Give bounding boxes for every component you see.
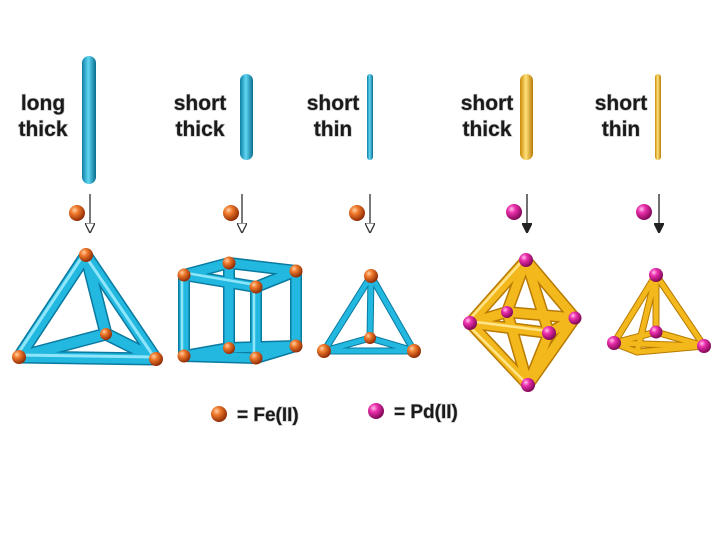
pd-legend-swatch xyxy=(368,403,384,419)
column-3-label-line1: short xyxy=(307,92,360,115)
prism-cage xyxy=(607,268,711,356)
fe-ion xyxy=(223,205,239,221)
fe-legend-label: = Fe(II) xyxy=(237,405,299,426)
pd-ion xyxy=(636,204,652,220)
ligand-rod-short-thin-blue xyxy=(367,74,373,160)
legend: = Fe(II) = Pd(II) xyxy=(211,401,458,427)
column-1-label-line1: long xyxy=(21,92,65,115)
fe-ion xyxy=(349,205,365,221)
fe-ion xyxy=(69,205,85,221)
column-3-label-line2: thin xyxy=(314,118,352,141)
column-1-label-line2: thick xyxy=(18,118,67,141)
ligand-rod-short-thick-yellow xyxy=(520,74,533,160)
tetrahedron-cage-small xyxy=(317,269,421,358)
ligand-rod-short-thin-yellow xyxy=(655,74,661,160)
column-5-label-line2: thin xyxy=(602,118,640,141)
column-3-label: short thin xyxy=(306,91,360,141)
fe-legend-swatch xyxy=(211,406,227,422)
column-2-label-line1: short xyxy=(174,92,227,115)
column-2-label: short thick xyxy=(173,91,227,141)
octahedron-cage xyxy=(463,253,582,392)
ligand-rod-long-thick xyxy=(82,56,96,184)
column-4-label: short thick xyxy=(460,91,514,141)
cube-cage xyxy=(177,256,303,365)
tetrahedron-cage-large xyxy=(12,248,163,366)
column-4-label-line1: short xyxy=(461,92,514,115)
pd-ion xyxy=(506,204,522,220)
column-4-label-line2: thick xyxy=(462,118,511,141)
column-5-label-line1: short xyxy=(595,92,648,115)
ligand-rod-short-thick-blue xyxy=(240,74,253,160)
column-1-label: long thick xyxy=(18,91,69,141)
column-5-label: short thin xyxy=(594,91,648,141)
column-2-label-line2: thick xyxy=(175,118,224,141)
pd-legend-label: = Pd(II) xyxy=(394,402,458,423)
